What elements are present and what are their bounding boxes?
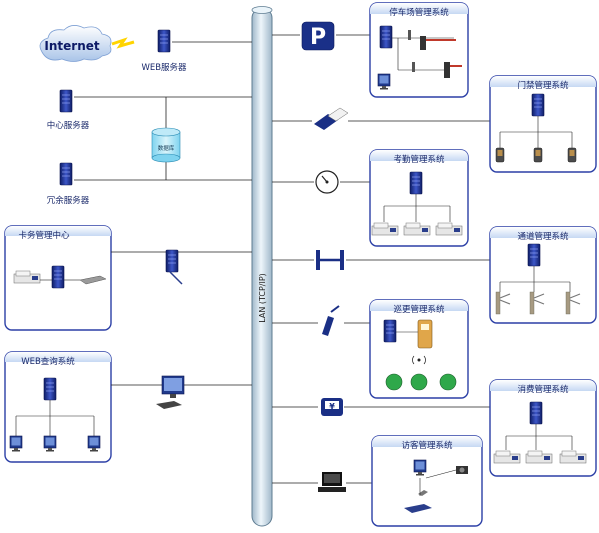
database-label: 数据库 <box>158 144 175 152</box>
patrol-reader <box>417 319 433 349</box>
panel-channel: 通道管理系统 <box>489 226 597 324</box>
panel-channel-title: 通道管理系统 <box>517 231 569 242</box>
patrol-checkpoint <box>385 373 457 391</box>
database-cylinder: 数据库 <box>151 97 181 180</box>
visitor-terminal-icon <box>318 472 346 492</box>
consume-server <box>529 401 543 425</box>
wireless-signal-icon <box>412 355 426 365</box>
parking-server <box>379 25 393 49</box>
panel-web-query: WEB查询系统 <box>4 351 112 463</box>
panel-card-center-title: 卡务管理中心 <box>18 230 70 241</box>
svg-text:P: P <box>310 25 326 50</box>
center-server: 中心服务器 <box>47 89 90 131</box>
card-reader-icon <box>314 107 349 130</box>
card-encoder-device <box>79 275 107 285</box>
patrol-wand-icon <box>322 305 340 336</box>
lan-bus: LAN (TCP/IP) <box>251 6 273 527</box>
parking-sign-icon: P <box>301 21 335 51</box>
lightning-icon <box>111 37 135 49</box>
card-center-workstation <box>165 249 183 285</box>
turnstile-icon <box>316 250 344 270</box>
access-reader <box>495 147 505 163</box>
web-query-server <box>43 377 57 401</box>
web-server: WEB服务器 <box>141 29 187 73</box>
redundant-server-label: 冗余服务器 <box>47 195 90 206</box>
internet-cloud: Internet <box>39 25 112 62</box>
access-reader <box>567 147 577 163</box>
web-query-workstation <box>156 375 185 409</box>
access-server <box>531 93 545 117</box>
patrol-server <box>383 319 397 343</box>
visitor-camera-icon <box>456 466 468 474</box>
visitor-scanner <box>404 490 432 513</box>
panel-consume-title: 消费管理系统 <box>517 384 569 395</box>
panel-card-center: 卡务管理中心 <box>4 225 112 331</box>
panel-visitor-title: 访客管理系统 <box>401 440 453 451</box>
internet-label: Internet <box>44 39 99 53</box>
web-server-label: WEB服务器 <box>141 62 187 73</box>
panel-attendance: 考勤管理系统 <box>369 149 469 247</box>
channel-server <box>527 243 541 267</box>
svg-text:¥: ¥ <box>329 402 335 411</box>
panel-parking: 停车场管理系统 <box>369 2 469 98</box>
panel-attendance-title: 考勤管理系统 <box>393 154 445 165</box>
pos-terminal-icon: ¥ <box>321 398 343 416</box>
access-reader <box>533 147 543 163</box>
parking-barrier <box>408 30 462 78</box>
panel-parking-title: 停车场管理系统 <box>389 7 449 18</box>
panel-web-query-title: WEB查询系统 <box>21 356 75 367</box>
panel-patrol-title: 巡更管理系统 <box>393 304 445 315</box>
card-center-server <box>51 265 65 289</box>
panel-access-title: 门禁管理系统 <box>517 80 569 91</box>
clock-icon <box>315 170 339 194</box>
panel-patrol: 巡更管理系统 <box>369 299 469 399</box>
panel-consume: 消费管理系统 <box>489 379 597 477</box>
panel-access: 门禁管理系统 <box>489 75 597 173</box>
attendance-server <box>409 171 423 195</box>
center-server-label: 中心服务器 <box>47 120 90 131</box>
lan-label: LAN (TCP/IP) <box>258 273 267 323</box>
bus-connectors <box>272 34 490 484</box>
redundant-server: 冗余服务器 <box>47 162 90 206</box>
panel-visitor: 访客管理系统 <box>371 435 483 527</box>
